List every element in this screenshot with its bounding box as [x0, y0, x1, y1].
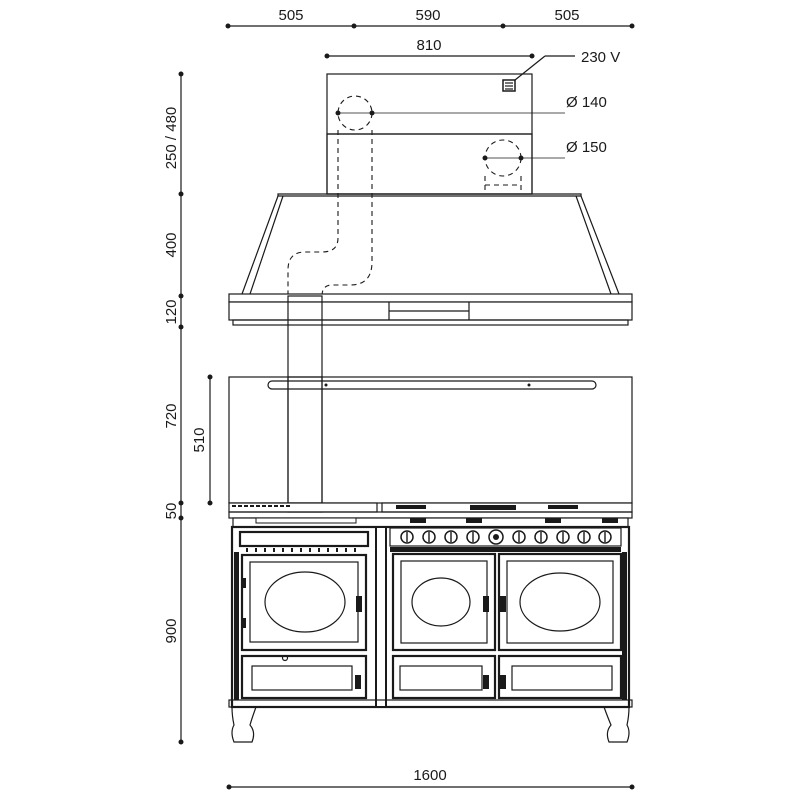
dimension-dot [500, 23, 506, 29]
dimension-dot [178, 71, 184, 77]
bottom-dimensions: 1600 [226, 767, 635, 790]
dimension-dot [226, 784, 232, 790]
drawer-right-handle [500, 675, 506, 689]
drawer-right-inner [511, 665, 613, 691]
outlet-150-label: Ø 150 [566, 139, 607, 156]
oven-right-window [519, 572, 601, 632]
dimension-dot [178, 500, 184, 506]
drawer-left-handle [483, 675, 489, 689]
dim-right-505: 505 [554, 7, 579, 24]
dim-center-590: 590 [415, 7, 440, 24]
left-foot [231, 706, 257, 743]
dimension-dot [178, 293, 184, 299]
hood-sides-inner [249, 195, 612, 295]
drawer-right [497, 654, 623, 700]
dim-rim-120: 120 [163, 299, 180, 324]
chimney: 230 V Ø 140 Ø 150 [326, 49, 620, 195]
dimension-dot [178, 515, 184, 521]
cooktop [228, 502, 633, 528]
voltage-leader [514, 55, 546, 81]
right-foot [603, 706, 630, 743]
left-pillar [234, 552, 239, 700]
knob-panel [389, 527, 622, 547]
flue-pipe [287, 295, 323, 513]
dimension-dot [178, 191, 184, 197]
dimension-dot [207, 500, 213, 506]
dim-left-505: 505 [278, 7, 303, 24]
dimension-dot [529, 53, 535, 59]
range-body [228, 525, 633, 709]
wood-stove-section [238, 530, 370, 700]
dim-range-900: 900 [163, 618, 180, 643]
dim-total-1600: 1600 [413, 767, 446, 784]
oven-left-handle [483, 596, 489, 612]
dimension-dot [351, 23, 357, 29]
oven-drawers [391, 654, 623, 700]
range-feet [231, 706, 630, 743]
wood-stove-drawer-handle [355, 675, 361, 689]
oven-right-handle [500, 596, 506, 612]
left-dimensions: 250 / 480 400 120 720 50 900 510 [163, 71, 213, 745]
outlet-140-label: Ø 140 [566, 94, 607, 111]
wood-stove-door-handle [356, 596, 362, 612]
wood-cooktop [228, 502, 378, 513]
voltage-label: 230 V [581, 49, 620, 66]
dim-hood-400: 400 [163, 232, 180, 257]
hood-rim-top [228, 293, 633, 303]
dim-backsplash-720: 720 [163, 403, 180, 428]
dimension-dot [178, 739, 184, 745]
flue-pipe-body [287, 295, 323, 513]
hood-rim-bottom [232, 319, 629, 326]
wood-stove-window [264, 571, 346, 633]
oven-right-door-inner [506, 560, 614, 644]
oven-left [391, 552, 497, 652]
drawer-left-inner [399, 665, 483, 691]
dimension-dot [207, 374, 213, 380]
wood-stove-top-panel [238, 530, 370, 548]
backsplash [228, 376, 633, 504]
range-plinth [228, 699, 633, 708]
dim-inner-510: 510 [191, 427, 208, 452]
hood-top-band [277, 193, 582, 197]
range-divider [375, 526, 387, 708]
oven-left-window [411, 577, 471, 627]
oven-right-door [497, 552, 623, 652]
wood-stove-drawer [240, 654, 368, 700]
dimension-dot [178, 324, 184, 330]
drawer-left [391, 654, 497, 700]
backsplash-rail [267, 380, 597, 390]
dimension-dot [324, 53, 330, 59]
control-knobs [389, 527, 622, 552]
dim-gap-50: 50 [163, 503, 180, 520]
dim-hood-810: 810 [416, 37, 441, 54]
wood-stove-drawer-inner [251, 665, 353, 691]
dimension-dot [225, 23, 231, 29]
backsplash-panel [228, 376, 633, 504]
chimney-lower [326, 133, 533, 195]
dimension-dot [629, 784, 635, 790]
dim-chimney-250-480: 250 / 480 [163, 107, 180, 170]
top-dimensions: 505 590 505 810 [225, 7, 635, 59]
oven-left-door [391, 552, 497, 652]
worktop-edge [228, 511, 633, 519]
wood-stove-door [240, 553, 368, 652]
dimension-dot [629, 23, 635, 29]
flue-duct [287, 130, 373, 297]
right-pillar [622, 552, 627, 700]
range-hood [228, 193, 633, 326]
oven-right [497, 552, 623, 652]
hood-sides [241, 195, 620, 295]
